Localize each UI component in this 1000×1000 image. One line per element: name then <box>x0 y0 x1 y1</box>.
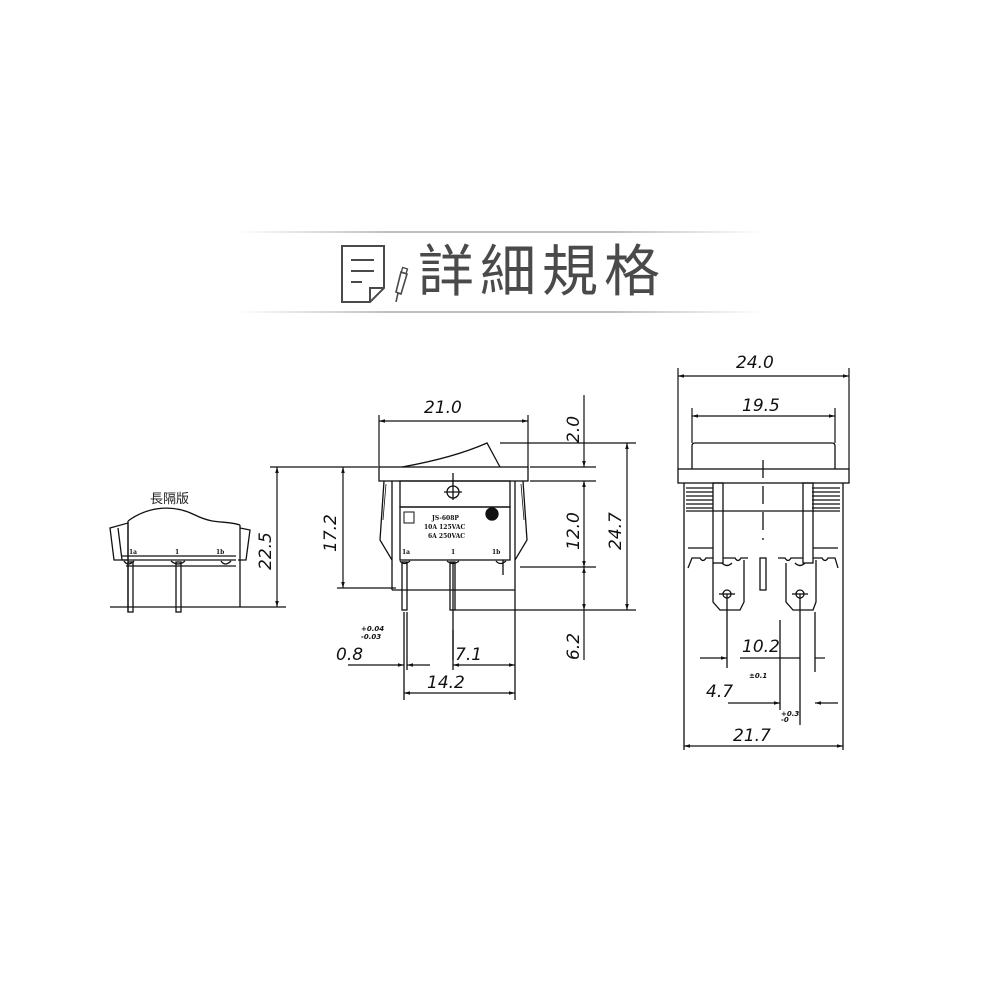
dim-19-5-label: 19.5 <box>742 396 780 416</box>
dim-21-0-label: 21.0 <box>424 398 462 418</box>
dim-0-8-label: 0.8 <box>336 645 363 665</box>
dim-7-1-label: 7.1 <box>455 645 482 665</box>
dim-21-7-label: 21.7 <box>733 726 771 746</box>
dim-0-8-tol-minus: -0.03 <box>361 633 381 641</box>
side-terminal-1a: 1a <box>129 549 137 556</box>
dim-10-2-label: 10.2 <box>742 637 780 657</box>
dim-22-5 <box>270 466 378 607</box>
side-view <box>109 507 286 613</box>
dim-19-5 <box>691 408 836 443</box>
dim-6-2-label: 6.2 <box>564 633 584 660</box>
dim-22-5-label: 22.5 <box>256 532 276 570</box>
dim-vertical-stack <box>455 395 636 660</box>
side-terminal-1: 1 <box>175 549 179 556</box>
dim-tab-tol-minus: -0 <box>781 716 789 724</box>
ul-mark-icon <box>403 511 415 524</box>
dim-4-7-label: 4.7 <box>706 682 733 702</box>
dim-2-0-label: 2.0 <box>564 416 584 443</box>
title-rule-top <box>235 231 765 233</box>
front-terminal-1b: 1b <box>492 549 500 556</box>
front-terminal-1: 1 <box>451 549 455 556</box>
front-view <box>378 442 529 700</box>
document-pen-icon <box>341 245 409 303</box>
dim-21-0 <box>378 415 529 467</box>
dim-tab-tol-plus: +0.3 <box>781 710 799 718</box>
side-view-label: 長隔版 <box>150 492 189 507</box>
title-rule-bottom <box>235 311 765 313</box>
marking-rating1: 10A 125VAC <box>424 524 465 531</box>
dim-24-7-label: 24.7 <box>606 512 626 550</box>
page-title: 詳細規格 <box>418 240 666 305</box>
dim-pin-bottom <box>348 663 515 695</box>
dim-24-0 <box>677 368 850 469</box>
front-terminal-1a: 1a <box>402 549 410 556</box>
side-terminal-1b: 1b <box>216 549 224 556</box>
dim-0-8-tol-plus: +0.04 <box>361 625 384 633</box>
dim-17-2 <box>337 467 396 589</box>
marking-rating2: 6A 250VAC <box>428 533 465 540</box>
dim-24-0-label: 24.0 <box>736 353 774 373</box>
end-view <box>677 442 850 750</box>
marking-model: JS-608P <box>431 515 459 522</box>
dim-17-2-label: 17.2 <box>321 514 341 552</box>
dim-12-0-label: 12.0 <box>564 512 584 550</box>
dim-14-2-label: 14.2 <box>427 673 465 693</box>
dim-4-7-tol: ±0.1 <box>749 672 767 680</box>
